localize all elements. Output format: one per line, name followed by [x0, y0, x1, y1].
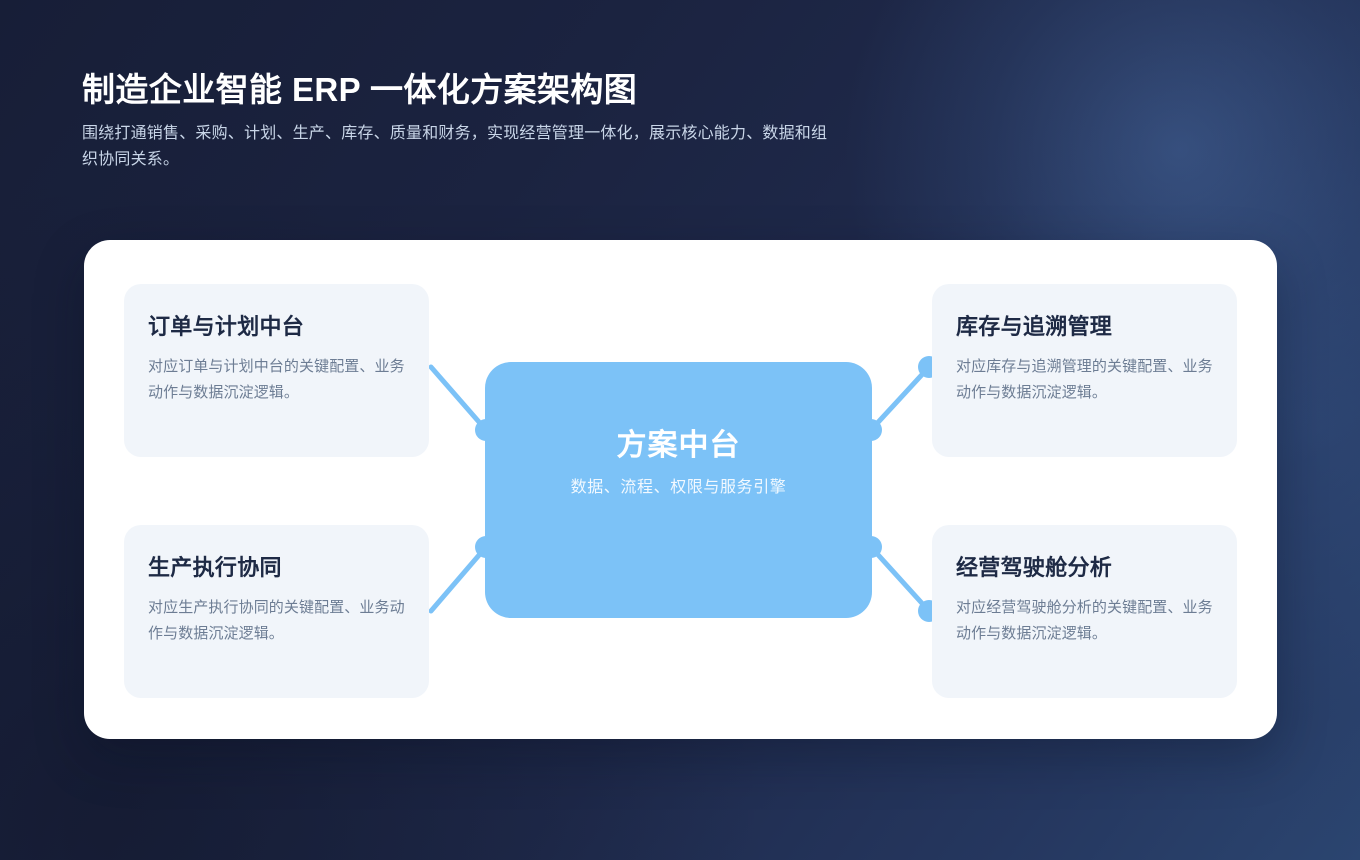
- page-title: 制造企业智能 ERP 一体化方案架构图: [82, 71, 638, 108]
- central-hub-title: 方案中台: [616, 429, 741, 462]
- connector-line-top-left: [428, 364, 489, 433]
- feature-card-title: 订单与计划中台: [148, 314, 305, 339]
- feature-card-title: 经营驾驶舱分析: [956, 555, 1113, 580]
- feature-card-description: 对应生产执行协同的关键配置、业务动作与数据沉淀逻辑。: [148, 599, 405, 642]
- feature-card-description: 对应经营驾驶舱分析的关键配置、业务动作与数据沉淀逻辑。: [956, 599, 1213, 642]
- page-subtitle: 围绕打通销售、采购、计划、生产、库存、质量和财务，实现经营管理一体化，展示核心能…: [82, 125, 828, 168]
- central-hub-subtitle: 数据、流程、权限与服务引擎: [570, 479, 787, 496]
- feature-card-bottom-right[interactable]: 经营驾驶舱分析 对应经营驾驶舱分析的关键配置、业务动作与数据沉淀逻辑。: [932, 525, 1237, 698]
- feature-card-description: 对应订单与计划中台的关键配置、业务动作与数据沉淀逻辑。: [148, 358, 405, 401]
- connector-line-bottom-left: [428, 544, 489, 614]
- feature-card-description: 对应库存与追溯管理的关键配置、业务动作与数据沉淀逻辑。: [956, 358, 1213, 401]
- diagram-panel: 订单与计划中台 对应订单与计划中台的关键配置、业务动作与数据沉淀逻辑。 库存与追…: [84, 240, 1277, 739]
- feature-card-top-left[interactable]: 订单与计划中台 对应订单与计划中台的关键配置、业务动作与数据沉淀逻辑。: [124, 284, 429, 457]
- header: 制造企业智能 ERP 一体化方案架构图 围绕打通销售、采购、计划、生产、库存、质…: [82, 68, 902, 173]
- feature-card-title: 库存与追溯管理: [956, 314, 1113, 339]
- feature-card-title: 生产执行协同: [148, 555, 282, 580]
- feature-card-bottom-left[interactable]: 生产执行协同 对应生产执行协同的关键配置、业务动作与数据沉淀逻辑。: [124, 525, 429, 698]
- central-hub-node[interactable]: 方案中台 数据、流程、权限与服务引擎: [485, 362, 872, 618]
- feature-card-top-right[interactable]: 库存与追溯管理 对应库存与追溯管理的关键配置、业务动作与数据沉淀逻辑。: [932, 284, 1237, 457]
- connector-line-top-right: [868, 364, 932, 433]
- connector-line-bottom-right: [868, 544, 932, 614]
